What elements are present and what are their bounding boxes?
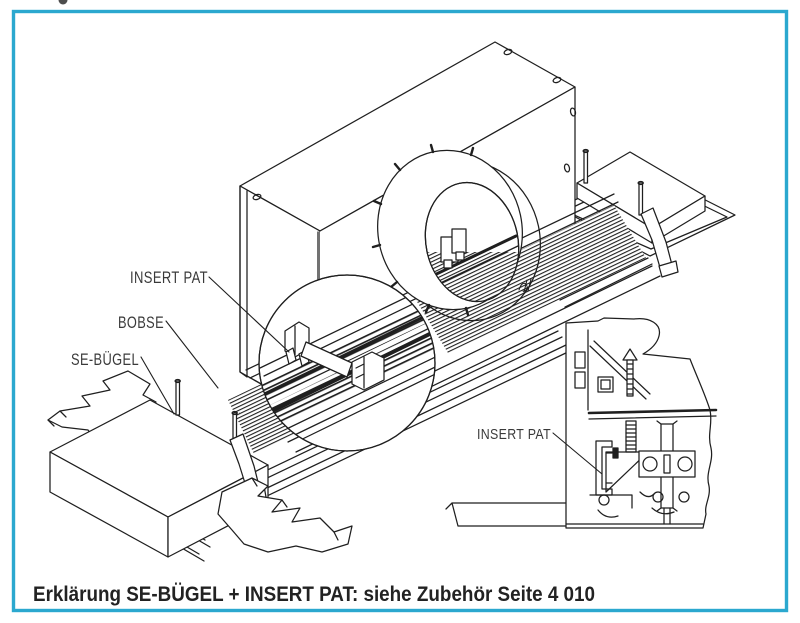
torn-panel-left-thickness [47, 410, 67, 427]
leader-lines [140, 276, 603, 475]
section-square-hole-inner [600, 379, 611, 390]
screw-hole [552, 76, 562, 84]
collar-notches [371, 143, 475, 317]
section-web [663, 507, 671, 525]
stud-cap [582, 148, 589, 154]
bubble-contents [259, 279, 435, 451]
screw-hole [569, 107, 577, 117]
stud-cap [174, 378, 181, 384]
section-roof [589, 340, 651, 400]
leader-se-buegel [140, 356, 175, 415]
label-insert-pat-detail: INSERT PAT [477, 426, 551, 443]
leader-bobse [165, 320, 219, 389]
section-shelf [445, 502, 567, 527]
screw-hole [503, 48, 513, 56]
magnifier-bubble [258, 274, 436, 452]
caption: Erklärung SE-BÜGEL + INSERT PAT: siehe Z… [33, 583, 595, 606]
label-se-buegel: SE-BÜGEL [71, 350, 139, 369]
label-bobse: BOBSE [118, 313, 164, 332]
screw-hole [563, 163, 571, 173]
stud-cap [231, 410, 238, 416]
section-panel-edge [589, 494, 633, 509]
isometric-view [47, 41, 736, 562]
bubble-outline [258, 274, 436, 452]
section-threaded-rod [625, 420, 637, 453]
collar-opening-edge [424, 181, 520, 303]
fan-collar [371, 143, 541, 322]
section-ceiling-band [588, 415, 717, 420]
section-square-hole [597, 376, 614, 393]
strap-foot [658, 260, 679, 278]
threaded-stud [638, 182, 644, 216]
top-edge-dot [58, 0, 68, 5]
section-spring-clip [597, 491, 690, 518]
torn-panel-bottom [217, 477, 353, 553]
draftsman-mark [518, 278, 532, 293]
section-insert-pat-channel [595, 440, 613, 496]
section-block [612, 447, 619, 459]
section-cross-connector [638, 420, 696, 512]
section-ceiling-band [587, 408, 718, 415]
cross-section-detail [445, 317, 718, 529]
insert-pat-clip [351, 351, 385, 391]
label-insert-pat: INSERT PAT [130, 268, 208, 287]
threaded-stud [583, 150, 589, 184]
section-hinge [574, 371, 586, 389]
stud-cap [637, 180, 644, 186]
leader-insert-pat-main [208, 276, 290, 353]
screw-hole [252, 193, 262, 201]
section-screw [626, 359, 634, 397]
leader-insert-pat-detail [552, 432, 603, 475]
section-hinge [574, 351, 586, 369]
threaded-stud [175, 380, 181, 416]
clip-strap [300, 341, 353, 378]
duct-bracket [451, 228, 467, 254]
